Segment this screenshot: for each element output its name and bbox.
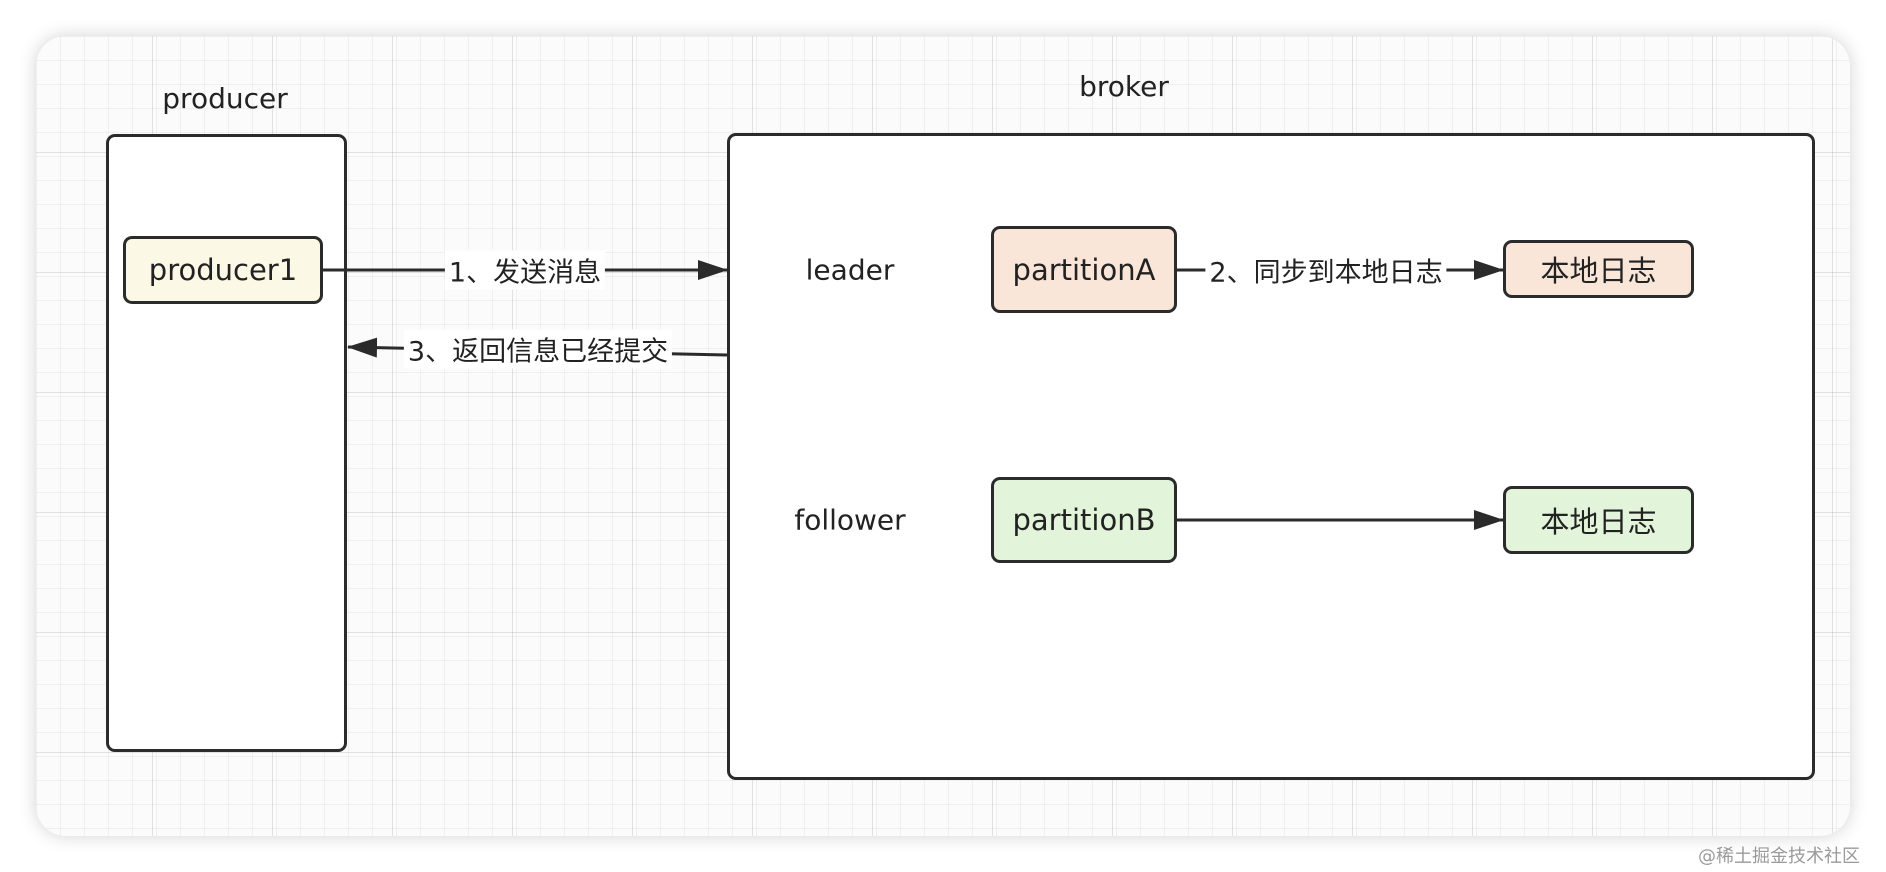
sync-edge-label: 2、同步到本地日志 [1205,250,1447,290]
partitionA-node[interactable]: partitionA [991,226,1177,313]
follower-local-log-node[interactable]: 本地日志 [1503,486,1694,554]
broker-group-title: broker [1079,70,1169,103]
producer1-node[interactable]: producer1 [123,236,323,304]
producer-group-title: producer [162,82,288,115]
follower-role-label: follower [794,503,906,537]
ack-edge-label: 3、返回信息已经提交 [403,329,673,369]
partitionB-node[interactable]: partitionB [991,477,1177,563]
leader-local-log-node[interactable]: 本地日志 [1503,240,1694,298]
send-edge-label: 1、发送消息 [444,250,606,290]
watermark: @稀土掘金技术社区 [1698,846,1860,867]
leader-role-label: leader [805,253,895,287]
